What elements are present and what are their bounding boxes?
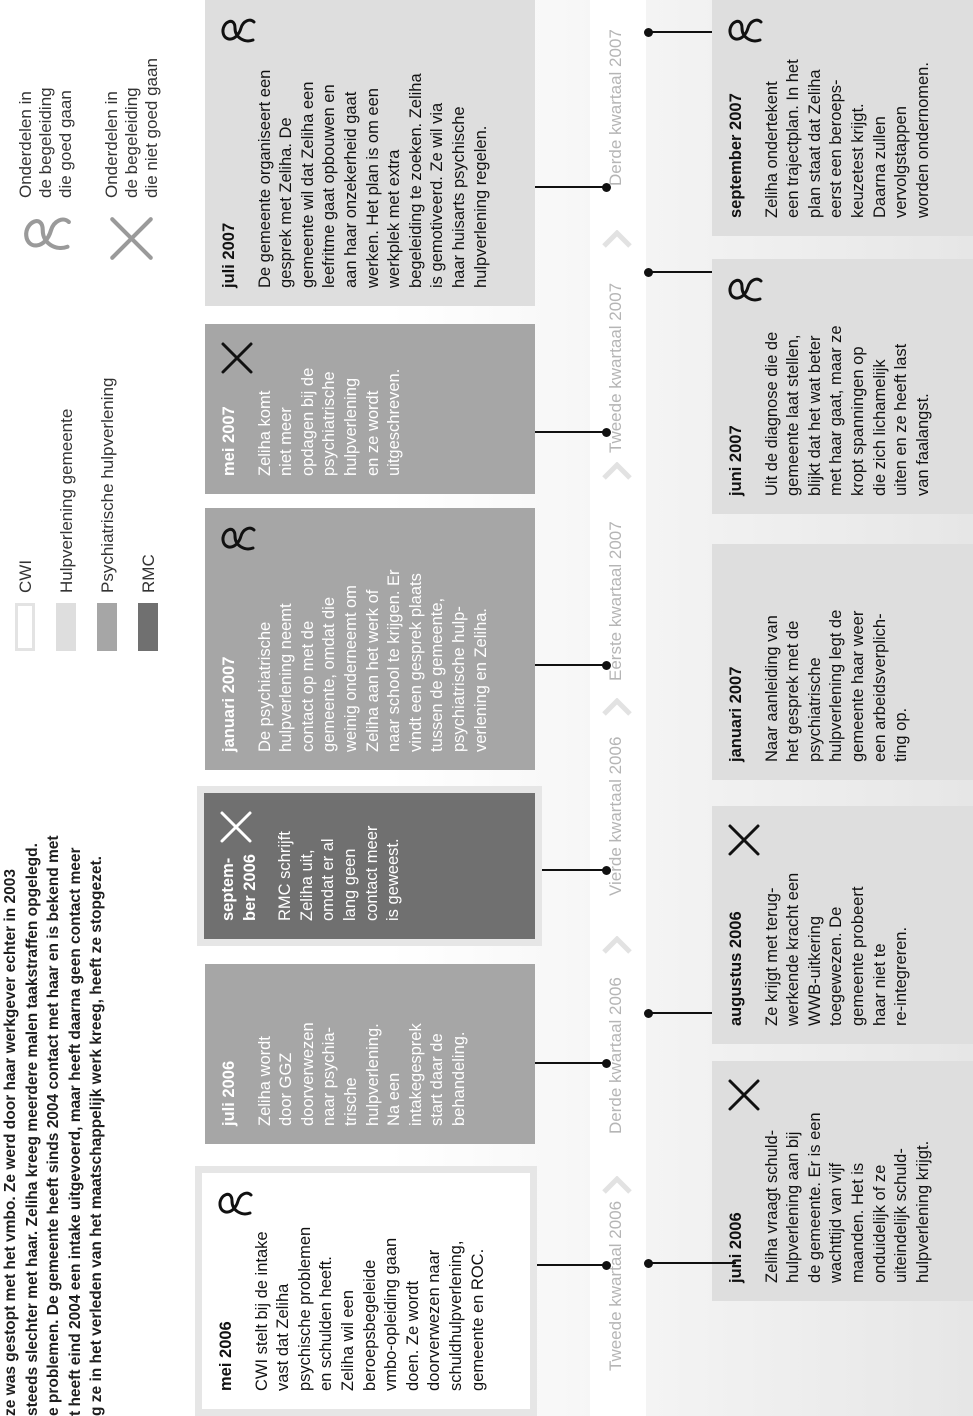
event-text: Zeliha komt niet meer opdagen bij de psy… (255, 367, 404, 476)
event-text: Zeliha ondertekent een trajectplan. In h… (762, 59, 932, 218)
event-text: De gemeente organiseert een gesprek met … (255, 69, 490, 288)
event-date: juli 2007 (220, 222, 238, 288)
event-card-september-2006: septem- ber 2006 RMC schrijft Zeliha uit… (197, 786, 542, 946)
bad-icon (728, 1079, 760, 1111)
connector-line (535, 431, 606, 433)
legend-label: CWI (16, 559, 35, 593)
quarter-label: Tweede kwartaal 2006 (606, 1200, 625, 1371)
connector-line (646, 31, 712, 33)
legend-swatch (15, 603, 35, 651)
connector-line (542, 869, 606, 871)
legend-item-bad: Onderdelen in de begeleiding die niet go… (96, 6, 176, 266)
legend-swatch (97, 603, 117, 651)
event-text: Ze krijgt met terug- werkende kracht een… (762, 872, 911, 1026)
quarter-label: Derde kwartaal 2007 (606, 29, 625, 186)
event-text: Naar aanleiding van het gesprek met de p… (762, 609, 911, 762)
event-date: juli 2006 (220, 1060, 238, 1126)
connector-line (535, 1062, 606, 1064)
legend-item-psychiatrie: Psychiatrische hulpverlening (95, 378, 121, 651)
bad-icon (220, 811, 252, 843)
event-card-juli-2006: juli 2006 Zeliha wordt door GGZ doorverw… (205, 964, 535, 1144)
connector-line (537, 1264, 606, 1266)
quarter-label: Eerste kwartaal 2007 (606, 521, 625, 681)
bad-icon (728, 824, 760, 856)
timeline-dot (602, 1261, 611, 1270)
legend-label: RMC (139, 554, 158, 593)
event-card-juli-2007: juli 2007 De gemeente organiseert een ge… (205, 0, 535, 306)
chevron-right-icon (602, 698, 632, 716)
legend-item-good: Onderdelen in de begeleiding die goed ga… (10, 6, 90, 266)
event-card-juni-2006: juni 2006 Zeliha vraagt schuld- hulpverl… (712, 1061, 973, 1301)
timeline-dot (602, 1059, 611, 1068)
legend-label: Psychiatrische hulpverlening (98, 377, 117, 593)
good-icon (221, 18, 256, 43)
intro-line: e problemen. De gemeente heeft sinds 200… (45, 835, 62, 1416)
timeline-dot (602, 183, 611, 192)
legend-text: Onderdelen in de begeleiding die niet go… (102, 58, 161, 198)
legend-item-cwi: CWI (13, 451, 39, 651)
legend-organizations: CWI Hulpverlening gemeente Psychiatrisch… (8, 378, 178, 651)
event-card-augustus-2006: augustus 2006 Ze krijgt met terug- werke… (712, 806, 973, 1044)
connector-line (535, 664, 606, 666)
good-icon (218, 1191, 253, 1216)
event-text: RMC schrijft Zeliha uit, omdat er al lan… (276, 825, 403, 921)
intro-line: t heeft eind 2004 een intake uitgevoerd,… (66, 847, 84, 1416)
legend-label: Hulpverlening gemeente (57, 408, 76, 593)
connector-line (646, 1012, 712, 1014)
timeline-dot (602, 428, 611, 437)
event-text: Zeliha wordt door GGZ doorverwezen naar … (255, 1022, 468, 1126)
chevron-right-icon (602, 936, 632, 954)
event-text: Zeliha vraagt schuld- hulpverlening aan … (762, 1112, 932, 1283)
chevron-right-icon (602, 462, 632, 480)
intro-text: ze was gestopt met het vmbo. Ze werd doo… (0, 716, 108, 1416)
connector-line (535, 186, 606, 188)
event-card-januari-2007-gemeente: januari 2007 Naar aanleiding van het ges… (712, 544, 973, 780)
quarter-label: Derde kwartaal 2006 (606, 977, 625, 1134)
legend-item-rmc: RMC (136, 451, 162, 651)
good-icon (728, 277, 763, 302)
event-text: De psychiatrische hulpverlening neemt co… (255, 569, 490, 752)
intro-line: g ze in het verleden van het maatschappe… (88, 856, 105, 1416)
good-icon (728, 18, 763, 43)
bad-icon (221, 342, 253, 374)
good-icon (221, 526, 256, 551)
event-text: Uit de diagnose die de gemeente laat ste… (762, 325, 932, 496)
timeline-dot (602, 866, 611, 875)
legend-text: Onderdelen in de begeleiding die goed ga… (16, 87, 75, 198)
intro-line: steeds slechter met haar. Zeliha kreeg m… (23, 843, 41, 1416)
connector-line (646, 271, 712, 273)
event-card-juni-2007: juni 2007 Uit de diagnose die de gemeent… (712, 259, 973, 514)
legend-swatch (138, 603, 158, 651)
chevron-right-icon (602, 230, 632, 248)
legend-swatch (56, 603, 76, 651)
event-date: januari 2007 (727, 666, 745, 762)
event-card-januari-2007-psychiatrie: januari 2007 De psychiatrische hulpverle… (205, 508, 535, 770)
connector-line (646, 1262, 736, 1264)
legend-symbols: Onderdelen in de begeleiding die goed ga… (10, 6, 180, 266)
good-icon (24, 217, 71, 250)
event-text: CWI stelt bij de intake vast dat Zeliha … (252, 1226, 487, 1391)
legend-item-gemeente: Hulpverlening gemeente (54, 409, 80, 651)
event-card-mei-2006: mei 2006 CWI stelt bij de intake vast da… (195, 1166, 537, 1416)
event-card-september-2007: september 2007 Zeliha ondertekent een tr… (712, 0, 973, 236)
intro-line: ze was gestopt met het vmbo. Ze werd doo… (2, 869, 19, 1416)
quarter-label: Tweede kwartaal 2007 (606, 282, 625, 453)
event-card-mei-2007: mei 2007 Zeliha komt niet meer opdagen b… (205, 324, 535, 494)
chevron-right-icon (602, 1176, 632, 1194)
timeline-dot (602, 661, 611, 670)
bad-icon (110, 217, 153, 260)
